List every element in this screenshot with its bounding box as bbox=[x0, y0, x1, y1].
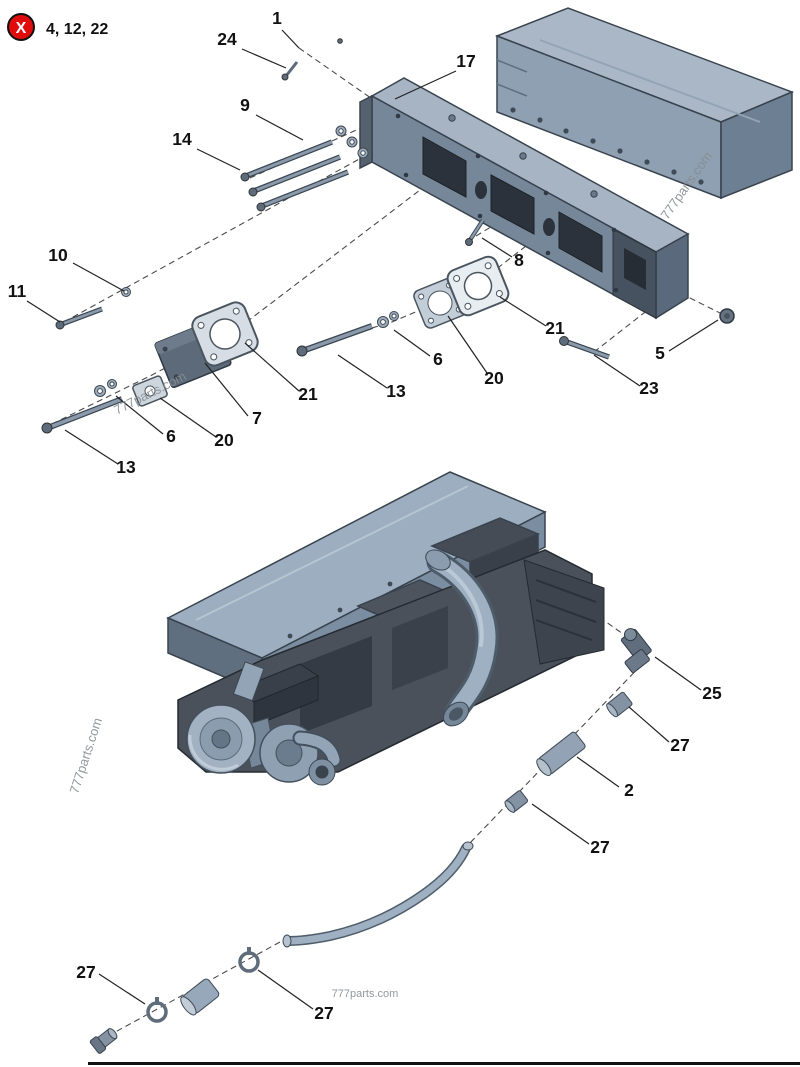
callout-5: 5 bbox=[655, 343, 665, 363]
callouts: 1 24 17 9 14 10 11 8 21 5 6 20 13 23 21 … bbox=[8, 8, 722, 1023]
callout-7: 7 bbox=[252, 408, 262, 428]
leader-line bbox=[628, 706, 670, 743]
leader-line bbox=[244, 342, 300, 392]
axis-line bbox=[467, 657, 649, 846]
leader-line bbox=[668, 319, 719, 352]
leader-line bbox=[98, 973, 146, 1005]
hose-clamp-1 bbox=[146, 997, 168, 1023]
transfer-pipe bbox=[425, 549, 499, 727]
callout-21-left: 21 bbox=[298, 384, 318, 404]
washer-group-9 bbox=[335, 125, 369, 159]
callout-6-right: 6 bbox=[433, 349, 443, 369]
elbow-fitting-25 bbox=[620, 628, 652, 674]
leader-line bbox=[204, 362, 249, 417]
upper-assembly bbox=[41, 7, 795, 434]
hose-27 bbox=[180, 978, 220, 1016]
leader-line bbox=[531, 803, 590, 845]
screw-24 bbox=[281, 61, 299, 81]
washer-group-6-right bbox=[377, 311, 399, 328]
watermark-text: 777parts.com bbox=[66, 716, 105, 796]
turbocharger bbox=[186, 661, 342, 786]
bolt-13-right bbox=[296, 323, 374, 357]
callout-11: 11 bbox=[8, 281, 27, 301]
callout-27-a: 27 bbox=[670, 735, 689, 755]
axis-line bbox=[298, 47, 379, 104]
callout-14: 14 bbox=[172, 129, 192, 149]
callout-21-right: 21 bbox=[545, 318, 565, 338]
leader-line bbox=[654, 656, 702, 691]
leader-line bbox=[64, 429, 119, 465]
callout-10: 10 bbox=[48, 245, 68, 265]
callout-13-right: 13 bbox=[386, 381, 406, 401]
exhaust-manifold bbox=[359, 77, 690, 320]
oil-drain-tube bbox=[282, 841, 474, 948]
heat-shield bbox=[494, 7, 795, 200]
legend-numbers: 4, 12, 22 bbox=[46, 21, 108, 38]
leader-line bbox=[499, 296, 547, 327]
leader-line bbox=[576, 756, 620, 788]
callout-24: 24 bbox=[217, 29, 237, 49]
callout-25: 25 bbox=[702, 683, 722, 703]
callout-23: 23 bbox=[639, 378, 659, 398]
bolt-8 bbox=[465, 218, 485, 246]
leader-line bbox=[447, 315, 488, 374]
leader-line bbox=[26, 300, 61, 323]
axis-line bbox=[593, 301, 659, 353]
leader-line bbox=[393, 329, 431, 357]
leader-line bbox=[394, 70, 457, 100]
leader-line bbox=[257, 969, 314, 1010]
legend-badge: X 4, 12, 22 bbox=[7, 13, 108, 41]
axis-line bbox=[63, 151, 373, 323]
gasket-21-left bbox=[191, 301, 259, 367]
callout-2: 2 bbox=[624, 780, 634, 800]
bolt-group-14 bbox=[240, 139, 350, 212]
callout-8: 8 bbox=[514, 250, 524, 270]
connector-27-b bbox=[504, 790, 529, 813]
leader-line bbox=[281, 29, 300, 49]
watermark-text: 777parts.com bbox=[332, 988, 399, 1000]
leader-line bbox=[159, 397, 217, 438]
leader-lines bbox=[26, 29, 719, 1010]
axis-line bbox=[107, 941, 281, 1037]
callout-17: 17 bbox=[456, 51, 475, 71]
callout-9: 9 bbox=[240, 95, 250, 115]
page-edge-line bbox=[88, 1062, 800, 1065]
bolt-23 bbox=[559, 336, 610, 360]
x-badge-icon bbox=[7, 13, 35, 41]
callout-27-c: 27 bbox=[76, 962, 95, 982]
leader-line bbox=[241, 48, 287, 69]
callout-27-b: 27 bbox=[590, 837, 609, 857]
callout-6-left: 6 bbox=[166, 426, 176, 446]
bolt-13-left bbox=[41, 396, 124, 434]
gasket-21-right bbox=[446, 255, 510, 317]
pin-1 bbox=[337, 38, 343, 44]
callout-20-right: 20 bbox=[484, 368, 504, 388]
washer-group-6-left bbox=[94, 379, 117, 397]
callout-13-left: 13 bbox=[116, 457, 136, 477]
plug-5 bbox=[719, 308, 735, 324]
leader-line bbox=[481, 237, 513, 258]
callout-27-d: 27 bbox=[314, 1003, 333, 1023]
leader-line bbox=[72, 262, 125, 292]
connector-27-a bbox=[606, 691, 633, 718]
leader-line bbox=[115, 395, 164, 435]
leader-line bbox=[593, 354, 641, 387]
callout-20-left: 20 bbox=[214, 430, 234, 450]
hose-clamp-2 bbox=[238, 947, 260, 973]
callout-1: 1 bbox=[272, 8, 282, 28]
leader-line bbox=[337, 354, 388, 389]
leader-line bbox=[255, 114, 304, 141]
tube-2 bbox=[536, 731, 586, 777]
x-badge-symbol: X bbox=[16, 20, 27, 37]
lower-assembly bbox=[89, 471, 652, 1054]
washer-10 bbox=[121, 287, 131, 297]
leader-line bbox=[196, 148, 241, 171]
spacer-plate-20-left bbox=[132, 375, 168, 407]
bolt-11 bbox=[55, 306, 103, 330]
plug-fitting-27-c bbox=[89, 1028, 118, 1054]
